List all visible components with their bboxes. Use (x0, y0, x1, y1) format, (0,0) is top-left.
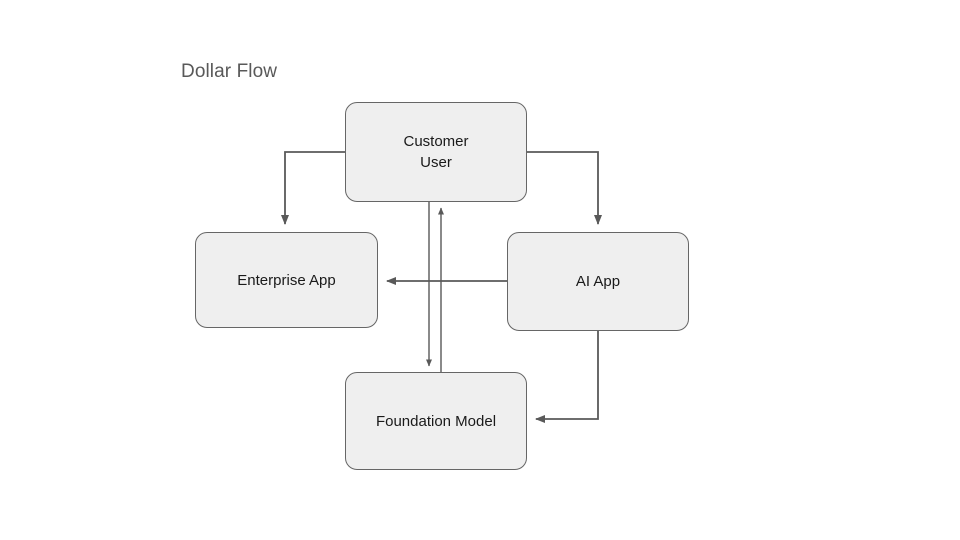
node-ai-app[interactable]: AI App (507, 232, 689, 331)
page-title: Dollar Flow (181, 61, 278, 82)
edge-customer-user-to-ai-app (527, 151, 602, 225)
node-enterprise-app-label: Enterprise App (237, 271, 336, 289)
edge-ai-app-to-foundation-model (535, 331, 599, 423)
node-customer-user[interactable]: Customer User (345, 102, 527, 202)
edge-customer-user-to-enterprise-app (281, 151, 345, 225)
node-ai-app-label: AI App (575, 273, 621, 290)
node-customer-user-label: Customer User (403, 133, 469, 171)
node-foundation-model[interactable]: Foundation Model (345, 372, 527, 470)
node-foundation-model-label: Foundation Model (375, 412, 497, 430)
node-enterprise-app[interactable]: Enterprise App (195, 232, 378, 328)
